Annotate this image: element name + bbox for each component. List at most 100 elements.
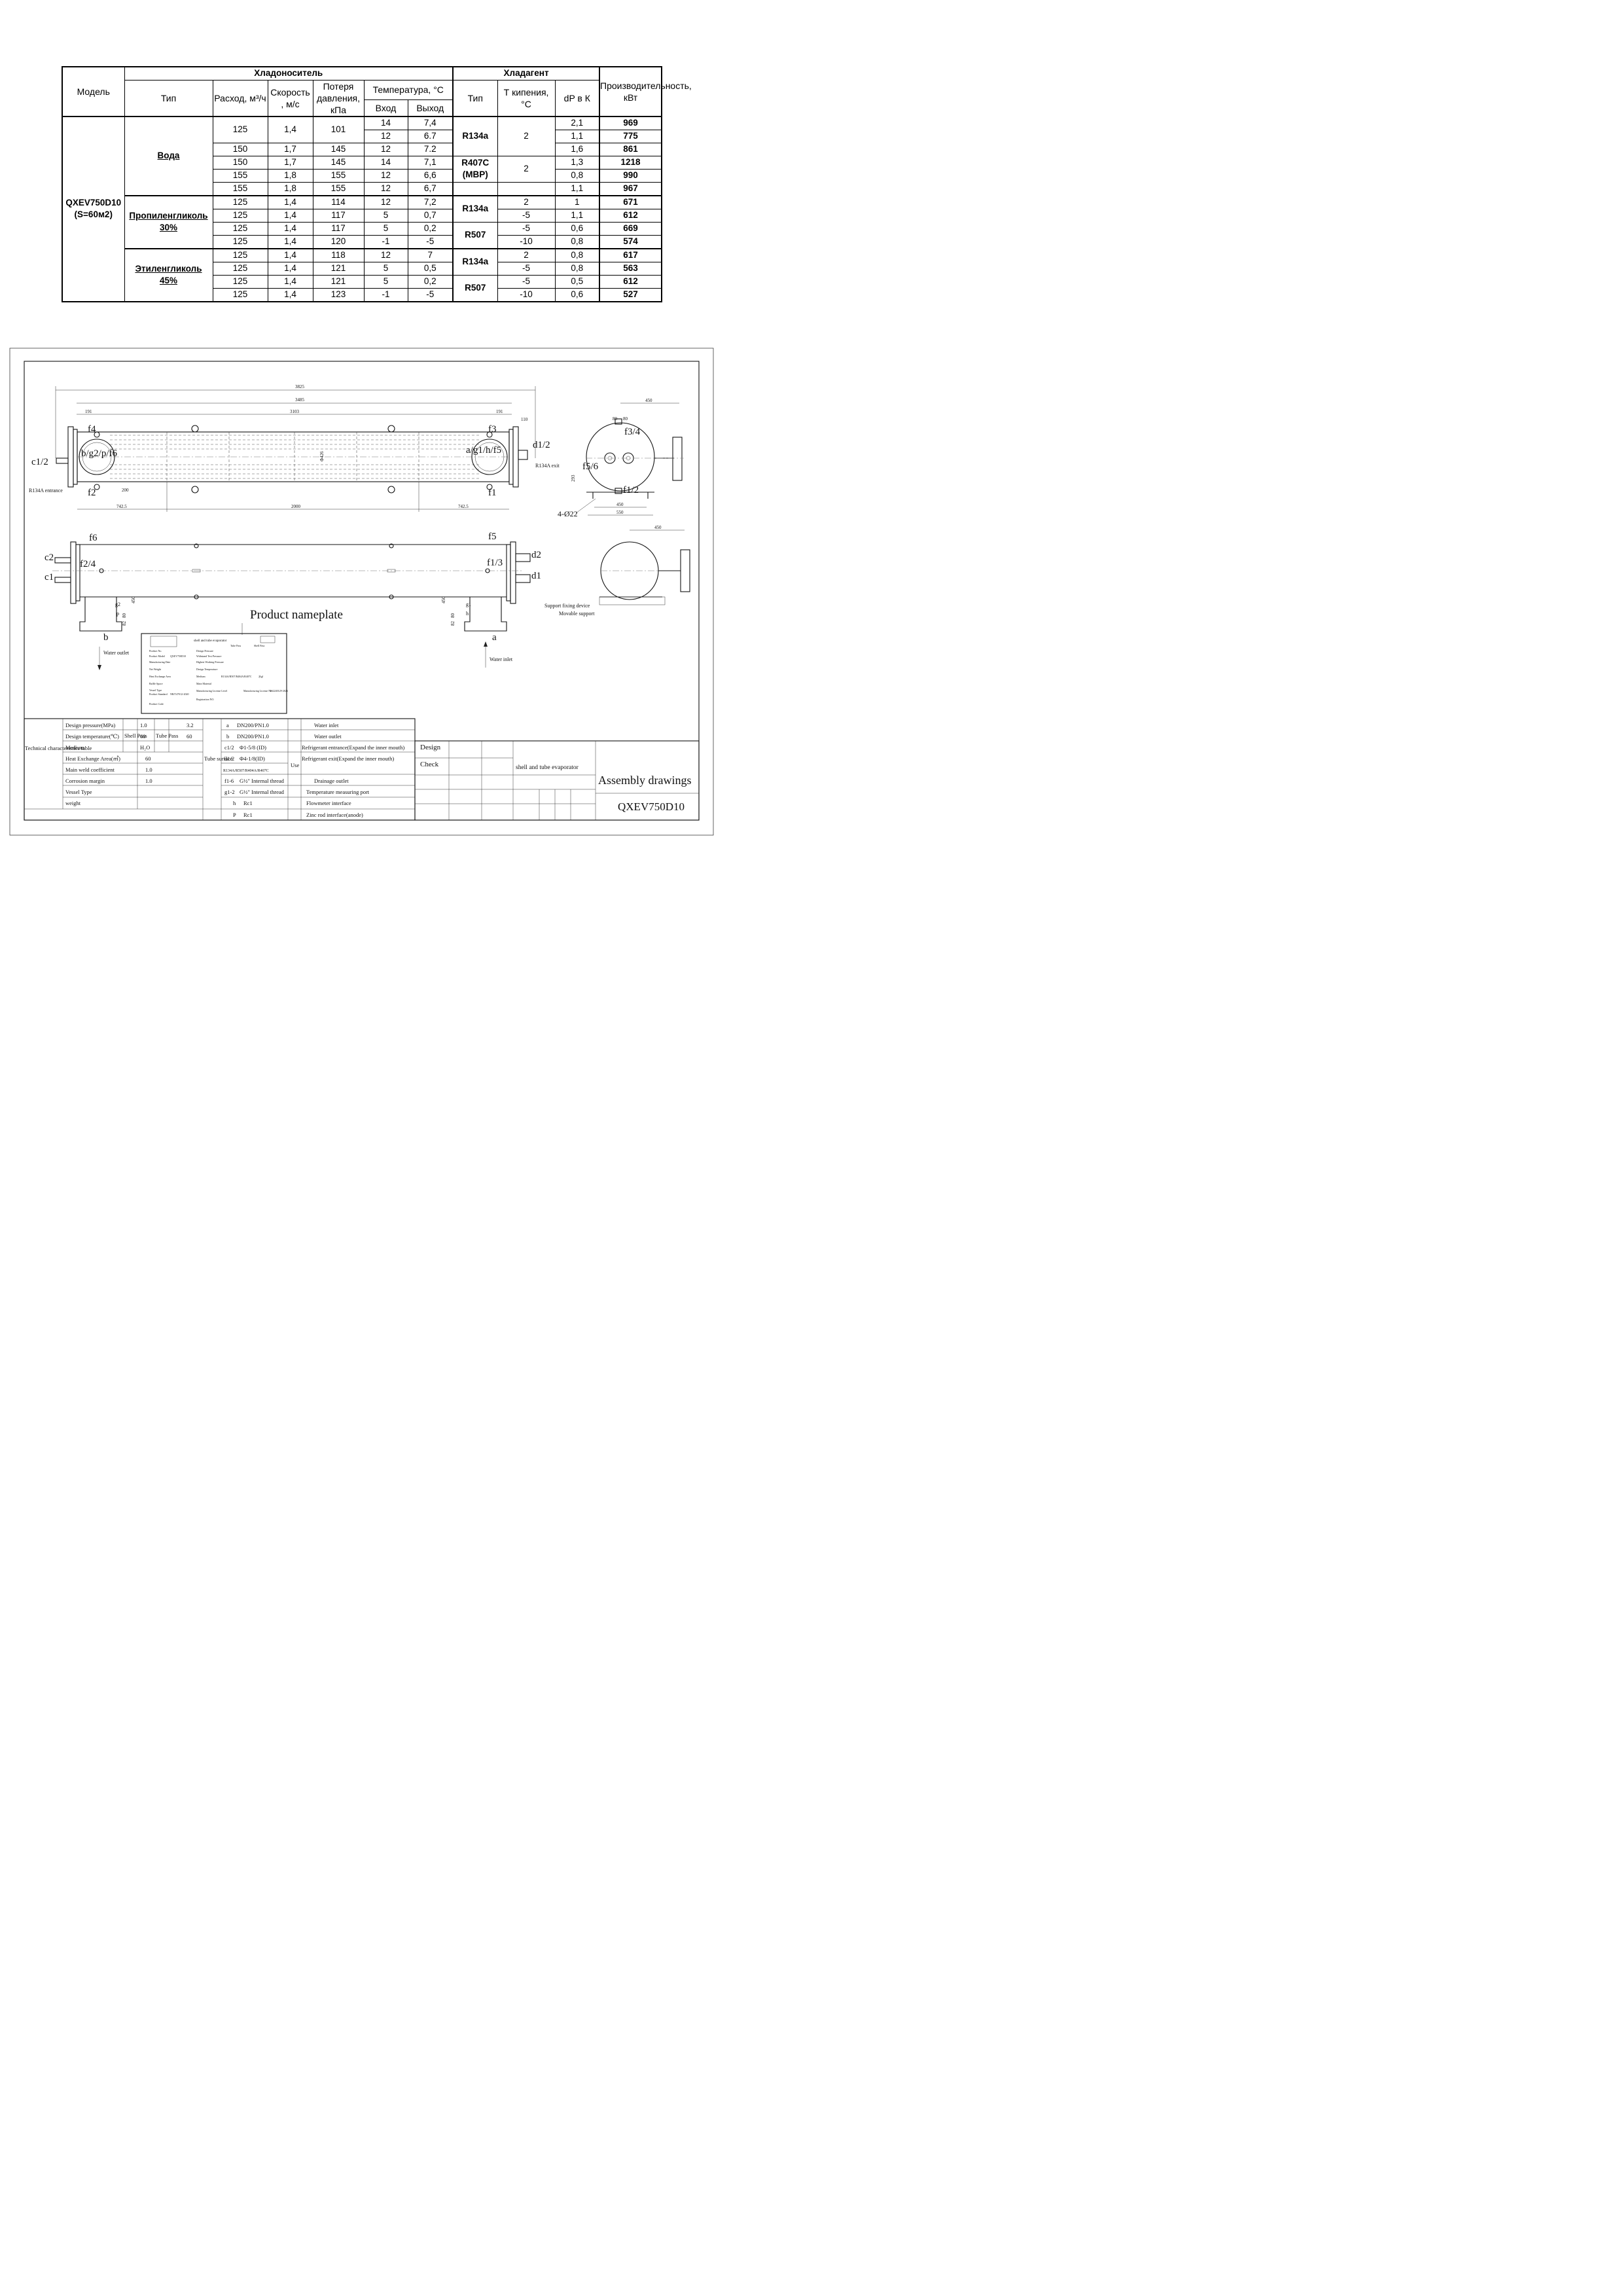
tt-sp-medium: H₂O	[140, 744, 150, 751]
ref-type-r407c: R407C	[461, 158, 490, 168]
ref-type-cell: R507	[452, 221, 498, 249]
dp-header: dP в К	[554, 79, 600, 117]
model-header: Модель	[62, 66, 125, 117]
inlet-header: Вход	[363, 99, 408, 117]
np-product-model: Product Model	[149, 655, 166, 658]
tt-design-pressure: Design pressure(MPa)	[65, 722, 115, 728]
tt-weld-coef: Main weld coefficient	[65, 766, 115, 773]
table-cell: 125	[212, 115, 268, 143]
conn-key: a	[226, 722, 229, 728]
dim-small-4: 82	[450, 621, 455, 626]
label-p: p	[116, 611, 119, 617]
np-product-code: Product Code	[149, 702, 164, 706]
coolant-type-header: Тип	[124, 79, 213, 117]
tt-heat-area: Heat Exchange Area(㎡)	[65, 755, 120, 762]
inner-frame	[24, 361, 700, 821]
dim-noz-h-1: 450	[131, 596, 136, 603]
tt-shell-pass: Shell Pass	[124, 732, 147, 739]
label-f24: f2/4	[80, 559, 96, 569]
coolant-ethylene-pct: 45%	[159, 276, 178, 285]
dim-right-sup: 742.5	[458, 504, 469, 509]
label-d12: d1/2	[533, 440, 550, 450]
table-cell: 121	[312, 274, 365, 289]
tt-tube-surface: Tube surface	[204, 755, 233, 762]
label-d2: d2	[531, 550, 541, 560]
table-cell: 669	[599, 221, 662, 236]
label-f12: f1/2	[623, 485, 639, 495]
coolant-propylene-pct: 30%	[159, 223, 178, 232]
dim-noz-space-2: 80	[623, 416, 628, 422]
model-area: (S=60м2)	[74, 209, 113, 219]
table-cell: 1,4	[267, 115, 313, 143]
table-cell: 125	[212, 287, 268, 302]
table-cell: 123	[312, 287, 365, 302]
np-product-no: Product No.	[149, 649, 162, 653]
dim-noz-space-1: 80	[613, 416, 618, 422]
tt-area-val: 60	[145, 755, 151, 762]
conn-key: f1-6	[224, 778, 234, 784]
np-vessel-type: Vessel Type	[149, 689, 162, 692]
np-design-temp: Design Temperature	[196, 668, 218, 671]
tech-table: Technical characteristics table Design p…	[24, 718, 416, 821]
conn-val: DN200/PN1.0	[237, 733, 269, 740]
conn-use: Water outlet	[314, 733, 342, 740]
end-view-bottom: 450 Support fixing device Movable suppor…	[544, 525, 690, 617]
conn-val: G½" Internal thread	[240, 789, 285, 795]
conn-rows: a DN200/PN1.0 Water inlet b DN200/PN1.0 …	[223, 722, 404, 818]
tt-weight: weight	[65, 800, 81, 806]
conn-use: Zinc rod interface(anode)	[306, 812, 363, 818]
table-cell: 7,1	[407, 155, 454, 170]
nameplate-tube-pass: Tube Pass	[230, 644, 241, 647]
tt-sp-pressure: 1.0	[140, 722, 147, 728]
conn-key: d1/2	[224, 755, 234, 762]
dim-base-w2: 550	[616, 510, 624, 515]
model-name: QXEV750D10	[65, 198, 122, 207]
table-cell: 125	[212, 274, 268, 289]
label-c12: c1/2	[31, 457, 48, 467]
table-cell: 527	[599, 287, 662, 302]
tt-tube-pass: Tube Pass	[156, 732, 178, 739]
conn-use: Refrigerant exit(Expand the inner mouth)	[302, 755, 394, 762]
table-cell: 101	[312, 115, 365, 143]
nameplate-shell-pass: Shell Pass	[254, 644, 265, 647]
tt-tp-pressure: 3.2	[187, 722, 194, 728]
np-registration: Registration NO.	[196, 698, 214, 701]
tech-title: Technical characteristics table	[25, 745, 92, 751]
title-block: Design Check shell and tube evaporator A…	[414, 740, 700, 821]
dim-noz-h-2: 450	[441, 596, 446, 603]
table-cell: 6,7	[407, 181, 454, 196]
label-h: h	[466, 611, 469, 617]
dim-diameter: Φ426	[319, 451, 325, 461]
table-cell: 155	[312, 168, 365, 183]
dim-small-1: 80	[122, 613, 127, 619]
np-std-val: NB/T47012-2020	[170, 692, 188, 696]
tb-design: Design	[420, 744, 441, 751]
dim-right-off: 191	[496, 409, 503, 414]
table-cell: 12	[363, 168, 408, 183]
model-cell: QXEV750D10 (S=60м2)	[62, 115, 125, 302]
np-net-weight: Net Weight	[149, 668, 162, 671]
np-license-no-val: TS2240129-2026	[270, 689, 288, 692]
dim-base-w: 450	[616, 502, 624, 507]
label-r134-exit: R134A exit	[535, 463, 560, 469]
np-medium: Medium	[196, 675, 205, 678]
ref-type-cell: R507	[452, 274, 498, 302]
table-cell: 145	[312, 142, 365, 156]
table-cell: 150	[212, 142, 268, 156]
conn-key: g1-2	[224, 789, 235, 795]
np-baffle: Baffle Space	[149, 682, 163, 685]
conn-use: Temperature measuring port	[306, 789, 370, 795]
conn-use: Drainage outlet	[314, 778, 349, 784]
conn-key: b	[226, 733, 229, 740]
label-bg: b/g2/p/f6	[81, 448, 117, 459]
conn-val: DN200/PN1.0	[237, 722, 269, 728]
conn-use: Flowmeter interface	[306, 800, 351, 806]
conn-use: Water inlet	[314, 722, 339, 728]
tt-sp-temp: 60	[140, 733, 146, 740]
label-g2: g2	[115, 601, 120, 607]
ref-type-cell: R134a	[452, 194, 498, 223]
label-g1: g1	[466, 601, 471, 607]
table-cell: -10	[497, 234, 556, 249]
